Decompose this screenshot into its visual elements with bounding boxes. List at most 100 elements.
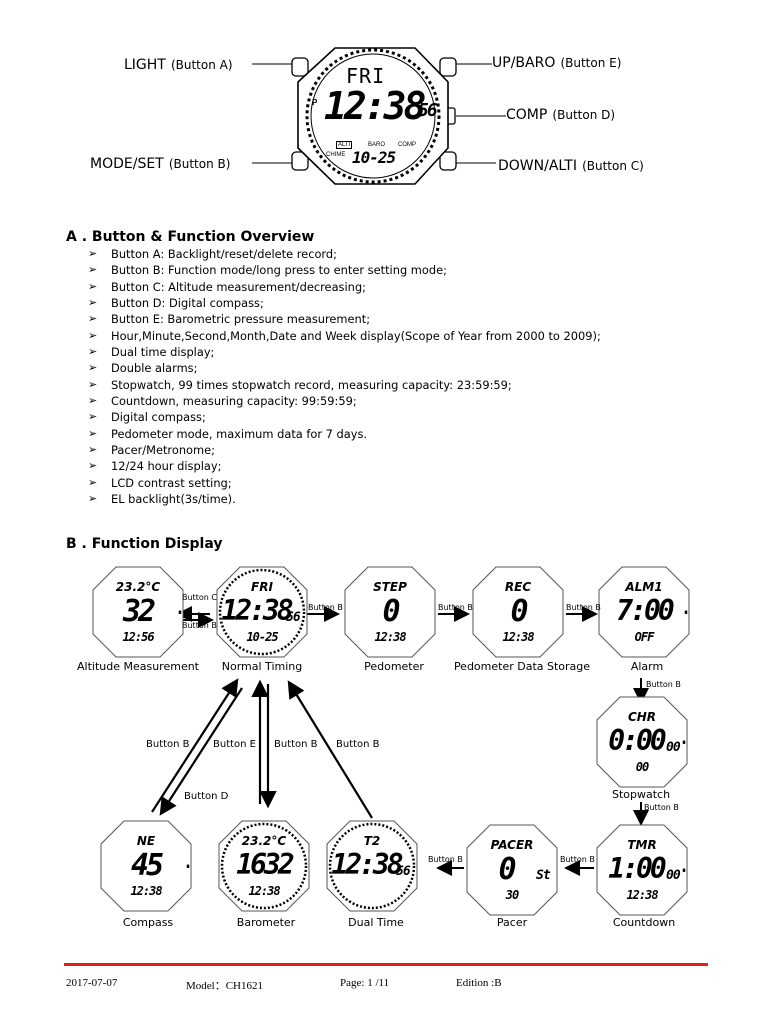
caption-dual-time: Dual Time: [348, 916, 404, 929]
caption-barometer: Barometer: [236, 916, 296, 929]
screen-main-digits: 0: [382, 594, 400, 629]
screen-top-text: STEP: [373, 580, 407, 594]
section-a-title: A . Button & Function Overview: [66, 229, 315, 245]
screen-sub-digits: St: [536, 868, 551, 883]
feature-item: ➢Button C: Altitude measurement/decreasi…: [88, 279, 728, 295]
feature-item: ➢ Dual time display;: [88, 344, 728, 360]
arrow-label-button-e: Button E: [213, 739, 256, 750]
screen-sub-digits: 00: [666, 740, 681, 755]
screen-main-digits: 32: [122, 594, 156, 629]
bullet-arrow-icon: ➢: [88, 492, 98, 506]
feature-text: Double alarms;: [111, 361, 198, 376]
watch-chime: CHIME: [326, 152, 346, 158]
watch-date: 10-25: [352, 148, 396, 167]
screen-bottom-text: 12:38: [130, 884, 162, 898]
arrow-label-button-b-left: Button B: [182, 621, 217, 630]
screen-bottom-text: 10-25: [246, 630, 278, 644]
bullet-arrow-icon: ➢: [88, 296, 98, 310]
bullet-arrow-icon: ➢: [88, 459, 98, 473]
feature-item: ➢12/24 hour display;: [88, 458, 728, 474]
feature-item: ➢Button E: Barometric pressure measureme…: [88, 311, 728, 327]
footer-model: Model：CH1621: [186, 980, 263, 992]
label-button-d: COMP (Button D): [506, 107, 616, 123]
screen-main-digits: 12:38: [331, 848, 403, 881]
bullet-arrow-icon: ➢: [88, 345, 98, 359]
watch-alti: ALTI: [336, 141, 353, 149]
screen-main-digits: 45: [130, 848, 164, 883]
screen-sub-digits: 56: [286, 610, 301, 625]
bullet-arrow-icon: ➢: [88, 426, 98, 440]
screen-main-digits: 1:00: [608, 852, 666, 885]
label-button-a: LIGHT (Button A): [124, 57, 233, 73]
feature-text: Button C: Altitude measurement/decreasin…: [111, 279, 366, 294]
screen-top-text: ALM1: [625, 580, 663, 594]
bullet-arrow-icon: ➢: [88, 328, 98, 342]
screen-top-text: NE: [136, 834, 156, 848]
screen-main-digits: 0:00: [608, 724, 666, 757]
screen-top-text: 23.2°C: [241, 834, 287, 848]
feature-item: ➢LCD contrast setting;: [88, 475, 728, 491]
arrow-label-button-b-5: Button B: [644, 803, 679, 812]
screen-main-digits: 7:00: [616, 594, 674, 627]
watch-comp: COMP: [398, 142, 416, 148]
arrow-label-button-b-7: Button B: [428, 855, 463, 864]
arrow-label-button-b-10: Button B: [336, 739, 380, 750]
feature-item: ➢ EL backlight(3s/time).: [88, 491, 728, 507]
bullet-arrow-icon: ➢: [88, 312, 98, 326]
screen-bottom-text: 12:38: [502, 630, 534, 644]
feature-item: ➢ Button D: Digital compass;: [88, 295, 728, 311]
footer-date: 2017-07-07: [66, 977, 118, 989]
label-button-c: DOWN/ALTI (Button C): [498, 158, 644, 174]
screen-top-text: REC: [504, 580, 532, 594]
screen-bottom-text: 12:56: [122, 630, 154, 644]
caption-pedometer-storage: Pedometer Data Storage: [453, 660, 591, 673]
screen-main-digits: 1632: [236, 848, 294, 881]
label-button-b: MODE/SET (Button B): [90, 156, 231, 172]
feature-item: ➢Hour,Minute,Second,Month,Date and Week …: [88, 328, 728, 344]
watch-diagram: [252, 47, 506, 185]
screen-top-text: FRI: [251, 580, 273, 594]
footer-edition: Edition :B: [456, 977, 502, 989]
caption-stopwatch: Stopwatch: [611, 788, 671, 801]
screen-sub-digits: 56: [396, 864, 411, 879]
screen-top-text: CHR: [627, 710, 657, 724]
label-button-e: UP/BARO (Button E): [492, 55, 622, 71]
arrow-label-button-b-4: Button B: [646, 680, 681, 689]
arrow-label-button-c: Button C: [182, 593, 217, 602]
feature-item: ➢Pacer/Metronome;: [88, 442, 728, 458]
screen-bottom-text: 00: [635, 760, 649, 774]
bullet-arrow-icon: ➢: [88, 475, 98, 489]
feature-item: ➢Pedometer mode, maximum data for 7 days…: [88, 426, 728, 442]
arrow-label-button-b-3: Button B: [566, 603, 601, 612]
feature-text: Button D: Digital compass;: [111, 296, 264, 311]
screen-top-text: TMR: [627, 838, 657, 852]
feature-text: Button B: Function mode/long press to en…: [111, 263, 447, 278]
bullet-arrow-icon: ➢: [88, 263, 98, 277]
screen-bottom-text: 12:38: [374, 630, 406, 644]
caption-alarm: Alarm: [630, 660, 664, 673]
watch-time: 12:38: [324, 84, 426, 128]
caption-compass: Compass: [122, 916, 174, 929]
feature-text: Dual time display;: [111, 345, 215, 360]
feature-item: ➢ Button B: Function mode/long press to e…: [88, 262, 728, 278]
section-b-title: B . Function Display: [66, 536, 223, 552]
feature-text: Digital compass;: [111, 410, 206, 425]
screen-bottom-text: OFF: [634, 630, 655, 644]
feature-text: Button A: Backlight/reset/delete record;: [111, 247, 337, 261]
feature-item: ➢Digital compass;: [88, 409, 728, 425]
caption-altitude: Altitude Measurement: [77, 660, 199, 673]
screen-bottom-text: 30: [505, 888, 519, 902]
feature-list: ➢ Button A: Backlight/reset/delete record…: [88, 246, 728, 508]
feature-text: EL backlight(3s/time).: [111, 492, 236, 507]
caption-normal-timing: Normal Timing: [221, 660, 303, 673]
watch-p-indicator: P: [312, 98, 318, 107]
